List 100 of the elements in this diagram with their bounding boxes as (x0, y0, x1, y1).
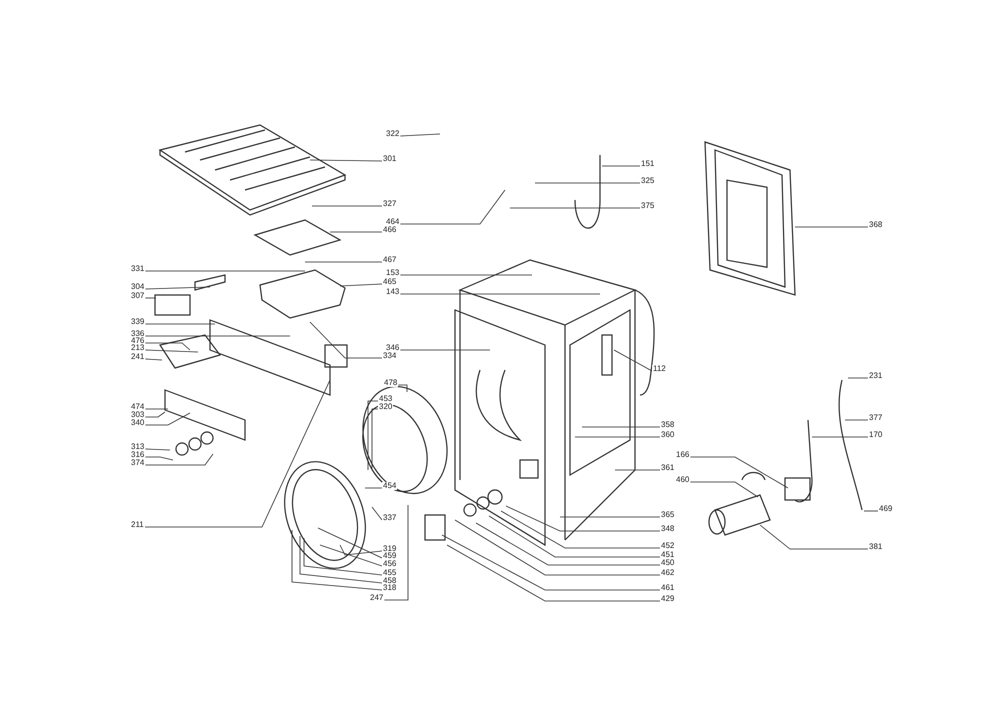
callout-number: 318 (382, 584, 398, 592)
leader-line (144, 408, 168, 410)
callout-number: 358 (660, 421, 676, 429)
callout-number: 429 (660, 595, 676, 603)
callout-number: 213 (130, 344, 146, 352)
leader-line (340, 284, 382, 286)
callout-number: 231 (868, 372, 884, 380)
leader-line (300, 536, 382, 584)
leader-line (144, 270, 306, 272)
leader-line (454, 520, 660, 576)
leader-line (144, 350, 198, 352)
leader-line (340, 544, 382, 556)
leader-line (864, 510, 878, 512)
callout-number: 361 (660, 464, 676, 472)
callout-number: 331 (130, 265, 146, 273)
leader-line (582, 426, 660, 428)
callout-number: 327 (382, 200, 398, 208)
leader-line (500, 510, 660, 548)
callout-number: 301 (382, 155, 398, 163)
leader-line (488, 516, 660, 558)
leader-line (812, 436, 868, 438)
callout-number: 340 (130, 419, 146, 427)
callout-number: 307 (130, 292, 146, 300)
callout-number: 469 (878, 505, 894, 513)
callout-number: 381 (868, 543, 884, 551)
callout-number: 458 (382, 577, 398, 585)
callout-number: 465 (382, 278, 398, 286)
callout-number: 453 (378, 395, 394, 403)
callout-number: 143 (385, 288, 400, 296)
leader-line (372, 506, 382, 520)
leader-line (292, 530, 382, 590)
callout-number: 459 (382, 552, 398, 560)
callout-number: 368 (868, 221, 884, 229)
leader-line (794, 226, 868, 228)
leader-line (144, 286, 210, 290)
leader-line (144, 456, 174, 460)
callout-number: 375 (640, 202, 656, 210)
callout-number: 360 (660, 431, 676, 439)
callout-number: 455 (382, 569, 398, 577)
callout-number: 464 (385, 218, 400, 226)
callout-number: 452 (660, 542, 676, 550)
callout-number: 320 (378, 403, 394, 411)
callout-number: 303 (130, 411, 146, 419)
leader-line (400, 134, 440, 136)
callout-number: 466 (382, 226, 398, 234)
callout-number: 462 (660, 569, 676, 577)
callout-number: 454 (382, 482, 398, 490)
leader-line (574, 436, 660, 438)
callout-number: 153 (385, 269, 400, 277)
leader-line (446, 544, 660, 602)
callout-number: 112 (652, 365, 667, 373)
leader-line (690, 456, 788, 488)
leader-line (442, 534, 660, 590)
callout-number: 334 (382, 352, 398, 360)
leader-line (400, 274, 532, 276)
callout-number: 304 (130, 283, 146, 291)
leader-line (310, 160, 382, 162)
callout-number: 377 (868, 414, 884, 422)
callout-number: 241 (130, 353, 146, 361)
callout-number: 467 (382, 256, 398, 264)
callout-number: 337 (382, 514, 398, 522)
callout-number: 456 (382, 560, 398, 568)
leader-line (534, 182, 640, 184)
leader-line (144, 342, 190, 350)
leader-line (614, 350, 652, 372)
callout-number: 211 (130, 521, 145, 529)
callout-number: 474 (130, 403, 146, 411)
leader-line (144, 412, 166, 418)
callout-number: 170 (868, 431, 884, 439)
callout-number: 451 (660, 551, 676, 559)
callout-number: 348 (660, 525, 676, 533)
callout-number: 460 (675, 476, 690, 484)
leader-line (760, 524, 868, 550)
leader-line (476, 522, 660, 566)
callout-number: 450 (660, 559, 676, 567)
callout-number: 313 (130, 443, 146, 451)
leader-line (506, 506, 660, 532)
leader-line (318, 528, 382, 558)
leader-line (144, 358, 162, 360)
leader-line (144, 454, 214, 466)
callout-number: 325 (640, 177, 656, 185)
leader-line (372, 408, 378, 468)
callout-number: 322 (385, 130, 400, 138)
callout-number: 339 (130, 318, 146, 326)
callout-number: 478 (383, 379, 398, 387)
callout-number: 374 (130, 459, 146, 467)
leader-line (144, 412, 190, 426)
callout-number: 247 (369, 594, 384, 602)
leader-line (320, 544, 382, 566)
callout-number: 166 (675, 451, 690, 459)
leader-line (310, 322, 382, 358)
leader-line (384, 504, 408, 600)
leader-line (304, 538, 382, 576)
leader-line (400, 190, 506, 224)
callout-number: 346 (385, 344, 400, 352)
leader-line (144, 380, 330, 528)
leader-line (144, 448, 170, 450)
leader-line (368, 400, 378, 470)
callout-number: 365 (660, 511, 676, 519)
callout-number: 461 (660, 584, 676, 592)
